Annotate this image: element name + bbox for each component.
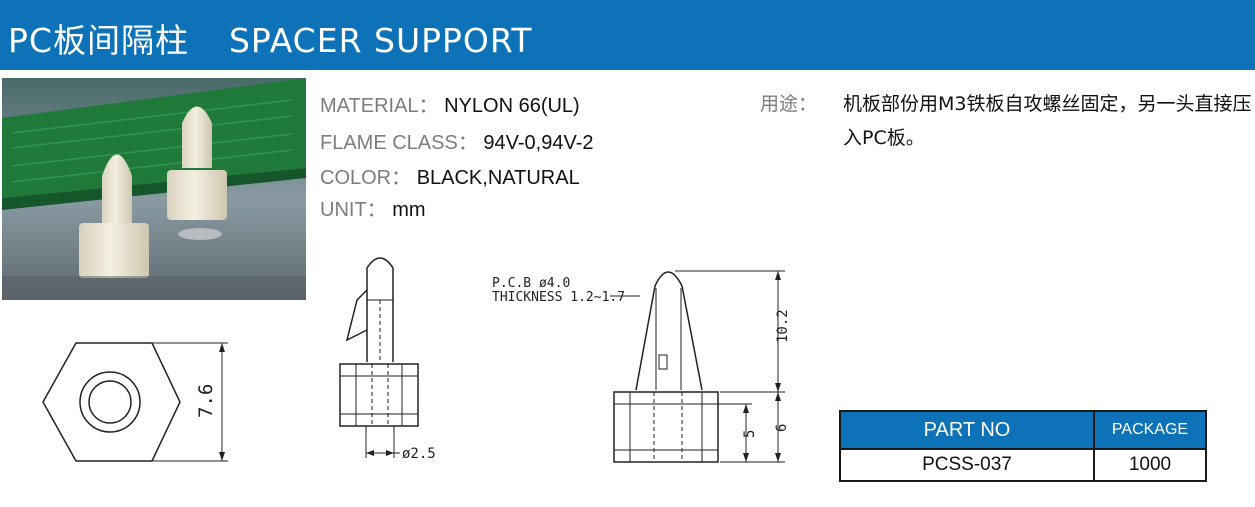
title-chinese: PC板间隔柱 [8, 21, 189, 60]
material-label: MATERIAL： [320, 95, 439, 117]
spec-color: COLOR： BLACK,NATURAL [320, 161, 580, 190]
side-view: ø2.5 [339, 257, 436, 462]
material-value: NYLON 66(UL) [444, 95, 580, 117]
flame-value: 94V-0,94V-2 [483, 132, 594, 154]
hole-diameter-label: ø2.5 [402, 446, 436, 462]
dim-base-outer-label: 6 [774, 424, 790, 432]
spec-material: MATERIAL： NYLON 66(UL) [320, 89, 580, 118]
flame-label: FLAME CLASS： [320, 132, 478, 154]
hex-width-label: 7.6 [195, 384, 217, 418]
title-english: SPACER SUPPORT [228, 21, 533, 60]
title-bar: PC板间隔柱 SPACER SUPPORT [0, 0, 1255, 70]
hex-top-view: 7.6 [42, 342, 228, 462]
dim-base-inner-label: 5 [742, 430, 758, 438]
package-header: PACKAGE [1093, 410, 1207, 450]
color-label: COLOR： [320, 167, 412, 189]
spec-flame: FLAME CLASS： 94V-0,94V-2 [320, 126, 593, 155]
part-table: PART NO PACKAGE PCSS-037 1000 [839, 410, 1207, 482]
pcb-line1: P.C.B ø4.0 [492, 276, 570, 291]
product-photo [2, 78, 306, 300]
part-no-header: PART NO [839, 410, 1095, 450]
package-value: 1000 [1093, 448, 1207, 482]
part-no-value: PCSS-037 [839, 448, 1095, 482]
usage-label: 用途： [760, 93, 818, 115]
usage-text: 机板部份用M3铁板自攻螺丝固定，另一头直接压入PC板。 [843, 93, 1252, 149]
color-value: BLACK,NATURAL [416, 167, 580, 189]
unit-label: UNIT： [320, 199, 387, 221]
page-title: PC板间隔柱 SPACER SUPPORT [8, 14, 533, 62]
front-view: P.C.B ø4.0 THICKNESS 1.2~1.7 10.2 5 6 [492, 270, 791, 463]
dim-upper-label: 10.2 [775, 309, 791, 343]
unit-value: mm [392, 199, 426, 221]
pcb-line2: THICKNESS 1.2~1.7 [492, 290, 625, 305]
spec-unit: UNIT： mm [320, 193, 426, 222]
